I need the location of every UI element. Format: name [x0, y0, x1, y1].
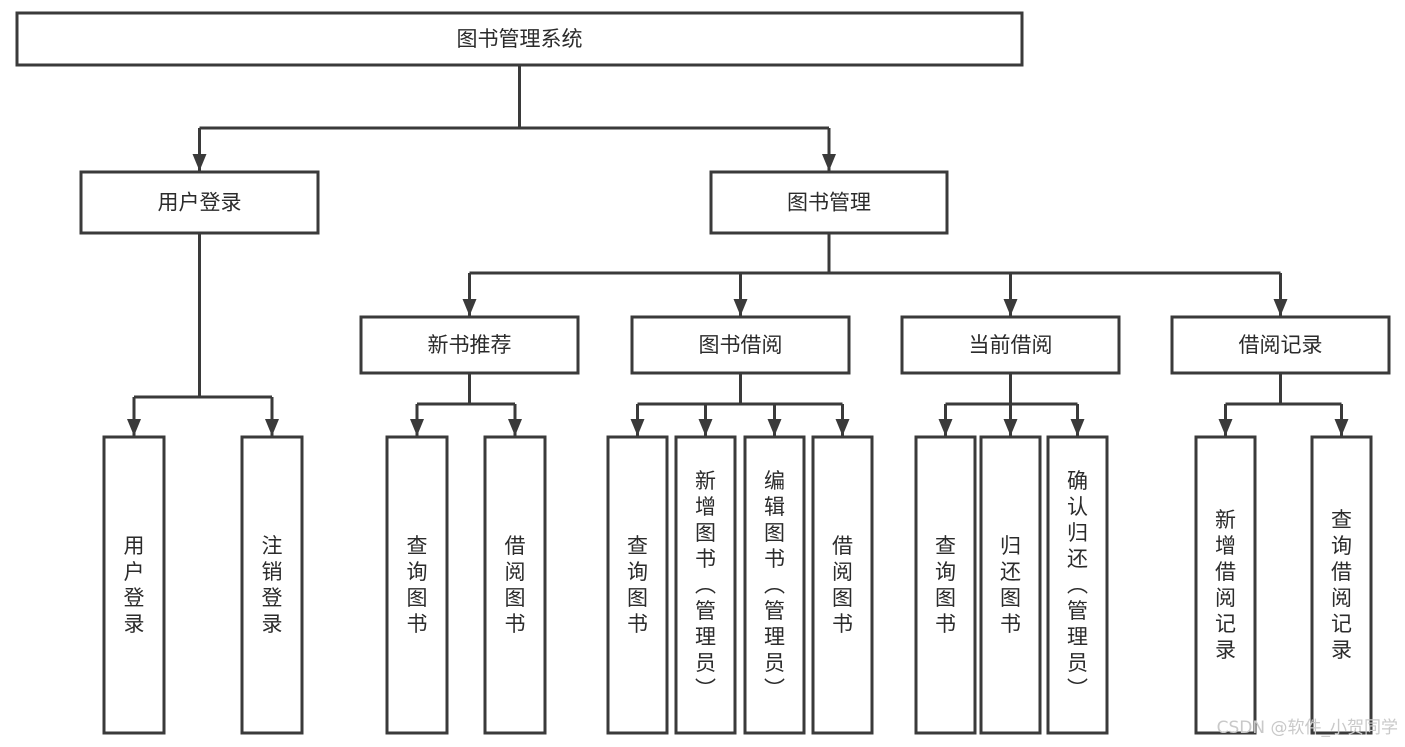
node-label-book-borrow: 图书借阅 [699, 333, 783, 357]
node-label-leaf-edit-book: 编辑图书︵管理员︶ [764, 469, 785, 701]
node-box-new-book-recommend [359, 315, 580, 375]
arrowhead-bookmanage-to-book-borrow [733, 299, 748, 316]
node-box-leaf-confirm-return [1046, 435, 1109, 735]
arrowhead-borrow-record-to-leaf-add-record [1218, 419, 1233, 436]
node-label-new-book-recommend: 新书推荐 [428, 333, 512, 357]
node-box-leaf-add-book [674, 435, 737, 735]
node-leaf-query-record[interactable]: 查询借阅记录 [1310, 435, 1373, 735]
node-box-leaf-logout [240, 435, 304, 735]
boxes-layer: 图书管理系统用户登录图书管理新书推荐图书借阅当前借阅借阅记录用户登录注销登录查询… [15, 11, 1391, 735]
node-label-undefined: 图书管理系统 [457, 27, 583, 51]
node-leaf-query-book-3[interactable]: 查询图书 [914, 435, 977, 735]
node-box-current-borrow [900, 315, 1121, 375]
node-box-leaf-borrow-book-2 [811, 435, 874, 735]
node-box-leaf-return-book [979, 435, 1042, 735]
arrowhead-book-borrow-to-leaf-add-book [698, 419, 713, 436]
node-user-login[interactable]: 用户登录 [79, 170, 320, 235]
node-box-book-borrow [630, 315, 851, 375]
node-label-leaf-return-book: 归还图书 [1000, 534, 1021, 636]
node-undefined[interactable]: 图书管理系统 [15, 11, 1024, 67]
arrowhead-user-login-to-leaf-user-login [127, 419, 141, 436]
arrowhead-bookmanage-to-borrow-record [1273, 299, 1288, 316]
node-leaf-borrow-book-2[interactable]: 借阅图书 [811, 435, 874, 735]
node-box-borrow-record [1170, 315, 1391, 375]
arrowhead-book-borrow-to-leaf-borrow-book-2 [835, 419, 850, 436]
node-box-undefined [15, 11, 1024, 67]
node-label-leaf-query-record: 查询借阅记录 [1331, 508, 1352, 662]
node-label-leaf-query-book-2: 查询图书 [627, 534, 648, 636]
node-box-leaf-query-book-3 [914, 435, 977, 735]
connectors-layer [127, 65, 1349, 436]
node-box-leaf-query-book-1 [385, 435, 449, 735]
arrowhead-bookmanage-to-new-book-recommend [462, 299, 477, 316]
arrowhead-bookmanage-to-current-borrow [1003, 299, 1018, 316]
node-leaf-borrow-book-1[interactable]: 借阅图书 [483, 435, 547, 735]
arrowhead-current-borrow-to-leaf-query-book-3 [938, 419, 953, 436]
node-label-user-login: 用户登录 [158, 191, 242, 215]
arrowhead-current-borrow-to-leaf-confirm-return [1070, 419, 1085, 436]
node-leaf-add-book[interactable]: 新增图书︵管理员︶ [674, 435, 737, 735]
node-label-leaf-logout: 注销登录 [262, 534, 283, 636]
node-leaf-edit-book[interactable]: 编辑图书︵管理员︶ [743, 435, 806, 735]
node-label-current-borrow: 当前借阅 [969, 333, 1053, 357]
node-leaf-user-login[interactable]: 用户登录 [102, 435, 166, 735]
node-label-leaf-add-book: 新增图书︵管理员︶ [695, 469, 716, 701]
node-box-leaf-add-record [1194, 435, 1257, 735]
csdn-watermark: CSDN @软件_小贺同学 [1217, 718, 1398, 738]
arrowhead-new-book-recommend-to-leaf-borrow-book-1 [508, 419, 522, 436]
node-label-leaf-query-book-1: 查询图书 [407, 534, 428, 636]
arrowhead-new-book-recommend-to-leaf-query-book-1 [410, 419, 424, 436]
node-label-book-manage: 图书管理 [787, 191, 871, 215]
node-leaf-query-book-2[interactable]: 查询图书 [606, 435, 669, 735]
node-new-book-recommend[interactable]: 新书推荐 [359, 315, 580, 375]
node-leaf-query-book-1[interactable]: 查询图书 [385, 435, 449, 735]
node-current-borrow[interactable]: 当前借阅 [900, 315, 1121, 375]
node-label-leaf-query-book-3: 查询图书 [935, 534, 956, 636]
arrowhead-root-to-book-manage [822, 154, 836, 171]
arrowhead-book-borrow-to-leaf-query-book-2 [630, 419, 645, 436]
node-box-book-manage [709, 170, 949, 235]
node-leaf-logout[interactable]: 注销登录 [240, 435, 304, 735]
node-box-leaf-borrow-book-1 [483, 435, 547, 735]
node-label-leaf-confirm-return: 确认归还︵管理员︶ [1067, 469, 1088, 701]
node-box-leaf-query-record [1310, 435, 1373, 735]
arrowhead-user-login-to-leaf-logout [265, 419, 279, 436]
node-box-leaf-user-login [102, 435, 166, 735]
arrowhead-current-borrow-to-leaf-return-book [1003, 419, 1018, 436]
node-label-leaf-add-record: 新增借阅记录 [1215, 508, 1236, 662]
node-book-borrow[interactable]: 图书借阅 [630, 315, 851, 375]
node-box-leaf-query-book-2 [606, 435, 669, 735]
node-leaf-return-book[interactable]: 归还图书 [979, 435, 1042, 735]
node-borrow-record[interactable]: 借阅记录 [1170, 315, 1391, 375]
arrowhead-root-to-user-login [192, 154, 207, 171]
node-leaf-confirm-return[interactable]: 确认归还︵管理员︶ [1046, 435, 1109, 735]
arrowhead-borrow-record-to-leaf-query-record [1334, 419, 1349, 436]
node-label-leaf-user-login: 用户登录 [124, 534, 145, 636]
node-label-leaf-borrow-book-1: 借阅图书 [505, 534, 526, 636]
node-label-leaf-borrow-book-2: 借阅图书 [832, 534, 853, 636]
node-box-leaf-edit-book [743, 435, 806, 735]
node-box-user-login [79, 170, 320, 235]
node-leaf-add-record[interactable]: 新增借阅记录 [1194, 435, 1257, 735]
node-book-manage[interactable]: 图书管理 [709, 170, 949, 235]
arrowhead-book-borrow-to-leaf-edit-book [767, 419, 782, 436]
node-label-borrow-record: 借阅记录 [1239, 333, 1323, 357]
